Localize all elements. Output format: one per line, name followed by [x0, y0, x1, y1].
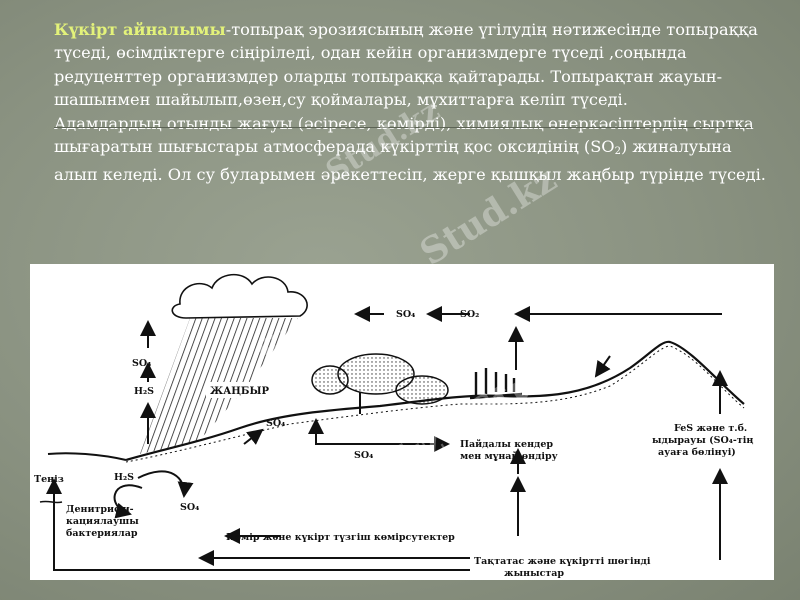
label-so4-bottom: SO₄: [180, 502, 199, 513]
label-sea: Теңіз: [34, 474, 64, 485]
so2-subscript: 2: [614, 146, 621, 158]
label-fes-2: ыдырауы (SO₄-тің: [652, 435, 753, 446]
sea-waves: [39, 500, 63, 504]
label-so4-top-mid: SO₄: [396, 309, 415, 320]
label-h2s-left: H₂S: [134, 386, 154, 397]
arrow-slope-so4: [243, 428, 264, 445]
paragraph-1-text: -топырақ эрозиясының және үгілудің нәтиж…: [54, 20, 758, 110]
sulfur-cycle-diagram: ЖАҢБЫР: [30, 264, 774, 580]
paragraph-1: Күкірт айналымы-топырақ эрозиясының және…: [54, 18, 766, 112]
label-sediment-1: Тақтатас және күкіртті шөгінді: [474, 556, 651, 567]
label-minerals-1: Пайдалы кендер: [460, 439, 553, 450]
label-so4-slope: SO₄: [266, 418, 285, 429]
label-denitr-3: бактериялар: [66, 528, 138, 539]
rain-label: ЖАҢБЫР: [210, 386, 269, 397]
label-sediment-2: жыныстар: [504, 568, 564, 579]
label-minerals-2: мен мұнай өндіру: [460, 451, 558, 462]
label-fes-1: FeS және т.б.: [674, 423, 747, 434]
factory-chimneys: [469, 368, 523, 400]
arrow-denitr-loop: [113, 484, 143, 519]
label-denitr-1: Денитрифи-: [66, 504, 134, 515]
connector-bottom: [53, 526, 470, 571]
text-underline: [54, 127, 751, 128]
term-highlight: Күкірт айналымы: [54, 20, 226, 39]
label-fes-3: ауаға бөлінуі): [658, 447, 736, 458]
tree-crown-small: [395, 375, 449, 405]
cloud-shape: [171, 273, 308, 319]
connector-center: [315, 420, 376, 445]
arrow-h2s-so4-loop: [137, 470, 194, 498]
label-denitr-2: кациялаушы: [66, 516, 139, 527]
tree-crown-left: [311, 365, 349, 395]
diagram-svg: ЖАҢБЫР: [34, 273, 753, 579]
label-so4-center: SO₄: [354, 450, 373, 461]
label-h2s-bottom: H₂S: [114, 472, 134, 483]
arrow-slope-down: [594, 355, 611, 378]
label-so2-top: SO₂: [460, 309, 479, 320]
label-coal: Көмір және күкірт түзгіш көмірсутектер: [226, 532, 455, 543]
rain-label-box: [206, 382, 270, 398]
label-so4-top-left: SO₄: [132, 358, 151, 369]
paragraph-2-end: ) жиналуына алып келеді. Ол су буларымен…: [54, 137, 766, 185]
coastline: [47, 452, 127, 461]
